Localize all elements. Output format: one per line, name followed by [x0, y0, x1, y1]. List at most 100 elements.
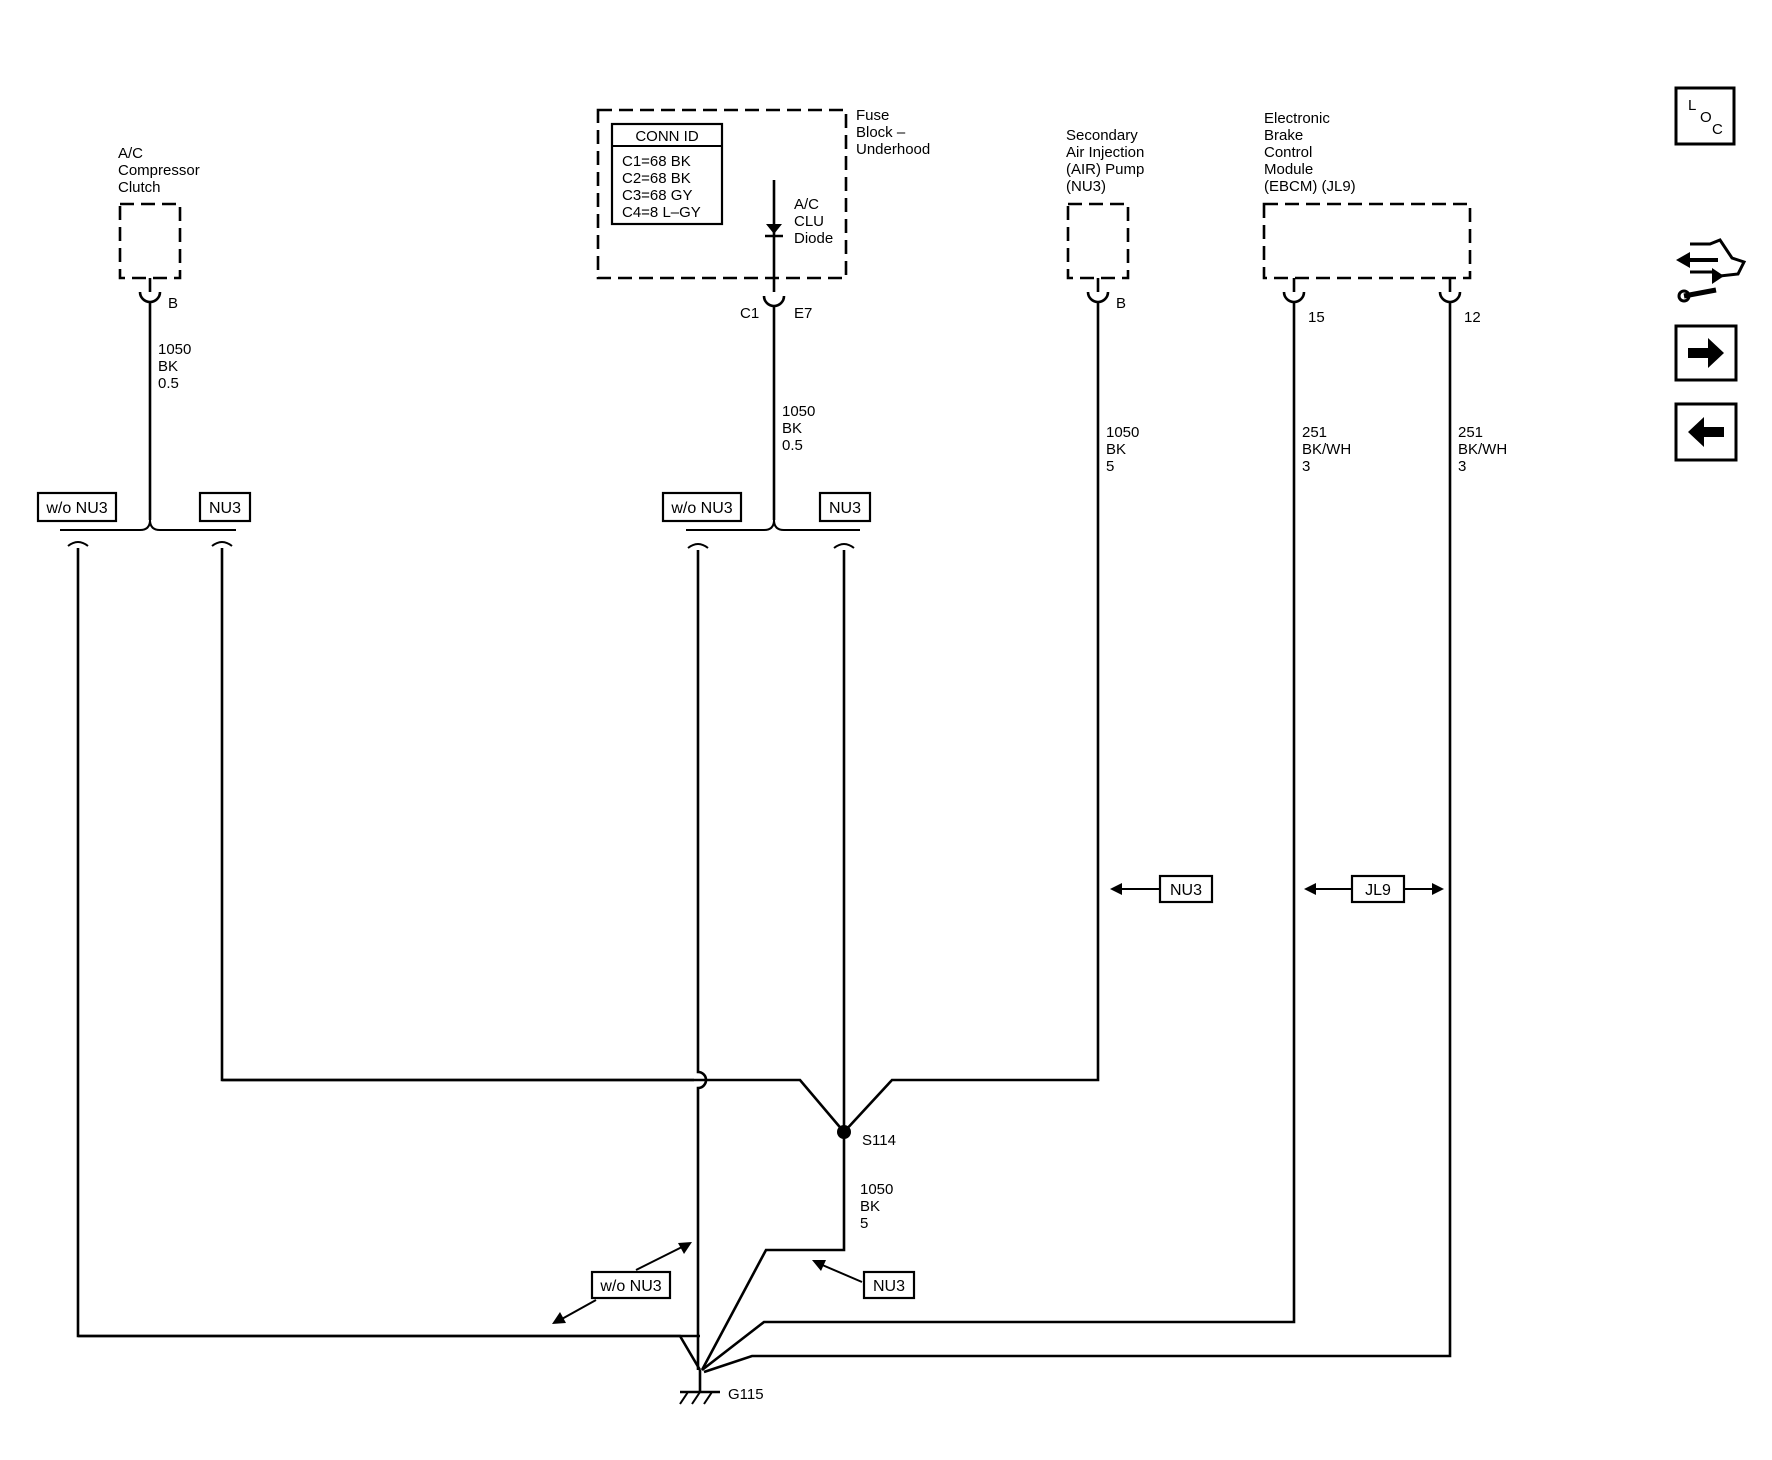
air-pump-label-3: (AIR) Pump — [1066, 161, 1144, 178]
diode-label-2: CLU — [794, 213, 824, 230]
wire-ac-clutch-color: BK — [158, 358, 178, 375]
air-pump-label-2: Air Injection — [1066, 144, 1144, 161]
ebcm-connector-a-icon — [1282, 291, 1306, 304]
conn-id-row-2: C2=68 BK — [622, 170, 691, 187]
previous-page-button[interactable] — [1674, 402, 1738, 462]
ac-clutch-connector-icon — [138, 291, 162, 304]
ac-compressor-clutch-label-1: A/C — [118, 145, 143, 162]
air-pump-pin: B — [1116, 295, 1126, 312]
wire-ebcm-12 — [703, 302, 1452, 1374]
wire-without-nu3-center — [696, 550, 708, 1370]
tag-nu3-ground-text: NU3 — [873, 1278, 905, 1295]
wire-air-pump-size: 5 — [1106, 458, 1114, 475]
tag-without-nu3-ground — [590, 1270, 672, 1300]
ac-compressor-clutch-box — [118, 202, 182, 280]
wire-ebcm-15-color: BK/WH — [1302, 441, 1351, 458]
ac-compressor-clutch: A/C Compressor Clutch B — [118, 145, 200, 312]
wire-ebcm-12-circuit: 251 — [1458, 424, 1483, 441]
wire-diode-circuit: 1050 — [782, 403, 815, 420]
wire-nu3-left-to-splice — [222, 1078, 845, 1133]
arrow-left-icon — [1688, 417, 1724, 447]
air-pump-label-1: Secondary — [1066, 127, 1138, 144]
wire-without-nu3-left — [76, 548, 700, 1338]
next-page-button[interactable] — [1674, 324, 1738, 382]
ebcm-connector-b-icon — [1438, 291, 1462, 304]
tag-without-nu3-ground-text: w/o NU3 — [599, 1278, 661, 1295]
ground-label: G115 — [728, 1386, 764, 1403]
tag-nu3-center-text: NU3 — [829, 500, 861, 517]
diode-icon — [766, 224, 782, 234]
wire-ebcm-15-size: 3 — [1302, 458, 1310, 475]
wire-diode-color: BK — [782, 420, 802, 437]
ebcm-pin-a: 15 — [1308, 309, 1325, 326]
ebcm-label-5: (EBCM) (JL9) — [1264, 178, 1356, 195]
connector-wrench-icon[interactable] — [1676, 238, 1747, 303]
wire-diode-size: 0.5 — [782, 437, 803, 454]
loc-letter-l: L — [1688, 97, 1696, 114]
wire-ebcm-15-circuit: 251 — [1302, 424, 1327, 441]
fuse-block-label-2: Block – — [856, 124, 906, 141]
wire-ac-clutch-size: 0.5 — [158, 375, 179, 392]
air-pump-option-pointer: NU3 — [1110, 874, 1214, 904]
wire-splice-to-ground-color: BK — [860, 1198, 880, 1215]
air-pump-box — [1066, 202, 1130, 280]
ebcm-option-pointer: JL9 — [1304, 874, 1444, 904]
air-pump-connector-icon — [1086, 291, 1110, 304]
option-split-center: w/o NU3 NU3 — [661, 491, 872, 549]
tag-nu3-center — [818, 491, 872, 523]
fuse-block-label-3: Underhood — [856, 141, 930, 158]
conn-id-table — [610, 122, 724, 226]
diode-label-3: Diode — [794, 230, 833, 247]
air-pump: Secondary Air Injection (AIR) Pump (NU3)… — [1066, 127, 1144, 312]
conn-id-row-3: C3=68 GY — [622, 187, 692, 204]
tag-jl9 — [1350, 874, 1406, 904]
tag-nu3-ground — [862, 1270, 916, 1300]
tag-jl9-text: JL9 — [1365, 882, 1391, 899]
wire-ebcm-12-color: BK/WH — [1458, 441, 1507, 458]
wire-air-pump-color: BK — [1106, 441, 1126, 458]
ebcm: Electronic Brake Control Module (EBCM) (… — [1262, 110, 1481, 326]
ebcm-label-3: Control — [1264, 144, 1312, 161]
wire-air-pump — [843, 302, 1100, 1133]
ebcm-label-4: Module — [1264, 161, 1313, 178]
wire-nu3-left — [220, 548, 694, 1082]
diode-label-1: A/C — [794, 196, 819, 213]
wire-splice-to-ground-circuit: 1050 — [860, 1181, 893, 1198]
loc-letter-o: O — [1700, 109, 1712, 126]
wire-ebcm-15 — [701, 302, 1296, 1372]
ebcm-label-1: Electronic — [1264, 110, 1330, 127]
tag-without-nu3-left — [36, 491, 118, 523]
tag-without-nu3-center-text: w/o NU3 — [670, 500, 732, 517]
wire-splice-to-ground — [700, 1132, 846, 1371]
ground-g115: G115 — [679, 1370, 764, 1405]
conn-id-row-1: C1=68 BK — [622, 153, 691, 170]
tag-without-nu3-center — [661, 491, 743, 523]
arrow-right-icon — [1688, 338, 1724, 368]
fuse-block-pin: E7 — [794, 305, 812, 322]
ac-compressor-clutch-label-3: Clutch — [118, 179, 161, 196]
loc-button[interactable]: L O C — [1674, 86, 1736, 146]
loc-letter-c: C — [1712, 121, 1723, 138]
tag-nu3-left-text: NU3 — [209, 500, 241, 517]
air-pump-label-4: (NU3) — [1066, 178, 1106, 195]
fuse-block-label-1: Fuse — [856, 107, 889, 124]
tag-nu3-air-pump-text: NU3 — [1170, 882, 1202, 899]
ebcm-box — [1262, 202, 1472, 280]
wire-air-pump-circuit: 1050 — [1106, 424, 1139, 441]
ground-option-pointers: w/o NU3 NU3 — [552, 1242, 916, 1324]
fuse-block-box — [596, 108, 848, 280]
wire-ebcm-12-size: 3 — [1458, 458, 1466, 475]
wire-ac-clutch-circuit: 1050 — [158, 341, 191, 358]
tag-without-nu3-left-text: w/o NU3 — [45, 500, 107, 517]
option-split-left: w/o NU3 NU3 — [36, 491, 252, 547]
ac-compressor-clutch-label-2: Compressor — [118, 162, 200, 179]
splice-label: S114 — [862, 1132, 896, 1149]
conn-id-row-4: C4=8 L–GY — [622, 204, 701, 221]
ebcm-pin-b: 12 — [1464, 309, 1481, 326]
ebcm-label-2: Brake — [1264, 127, 1303, 144]
tag-nu3-left — [198, 491, 252, 523]
wire-splice-to-ground-size: 5 — [860, 1215, 868, 1232]
tag-nu3-air-pump — [1158, 874, 1214, 904]
ac-clutch-pin: B — [168, 295, 178, 312]
fuse-block-connector-icon — [762, 295, 786, 308]
